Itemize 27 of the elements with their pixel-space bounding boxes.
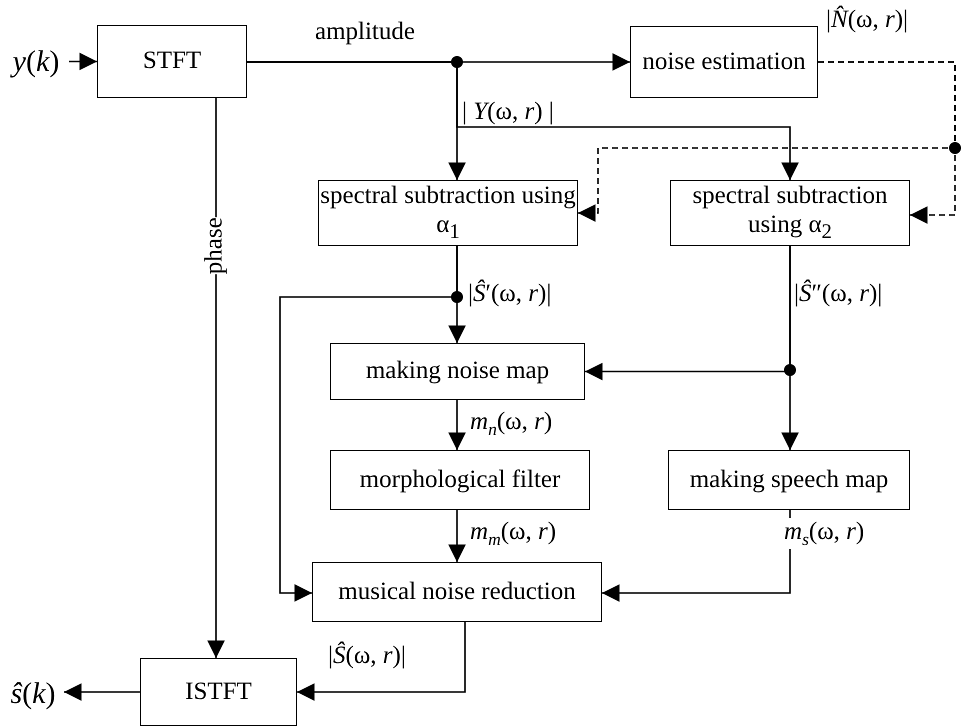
edge-label: |Ŝ″(ω, r)| [794,280,882,308]
edge-label: |N̂(ω, r)| [826,6,908,34]
arrow [448,510,466,562]
process-box: making noise map [330,343,585,400]
edge-label: m$_{s}$(ω, r) [784,518,864,550]
dashed-arrow [818,61,956,224]
arrow [207,98,225,658]
arrow [64,683,140,701]
process-box: musical noise reduction [312,562,602,622]
signal-label: ŝ(k) [10,676,56,712]
signal-label: y(k) [12,44,60,80]
process-box: spectral subtraction using α$_{2}$ [670,180,910,246]
arrow [296,622,466,701]
arrow [781,246,799,450]
process-box: STFT [97,25,247,98]
arrow [247,61,799,180]
arrow [69,52,98,70]
arrow [279,246,458,602]
process-box: ISTFT [140,658,297,726]
arrow [602,510,791,602]
edge-label: |Ŝ′(ω, r)| [468,280,552,308]
arrow [448,400,466,450]
process-box: morphological filter [330,450,590,510]
edge-label: |Ŝ(ω, r)| [328,642,406,670]
process-box: spectral subtraction using α$_{1}$ [318,180,578,246]
process-box: noise estimation [630,26,818,98]
process-box: making speech map [668,450,910,510]
